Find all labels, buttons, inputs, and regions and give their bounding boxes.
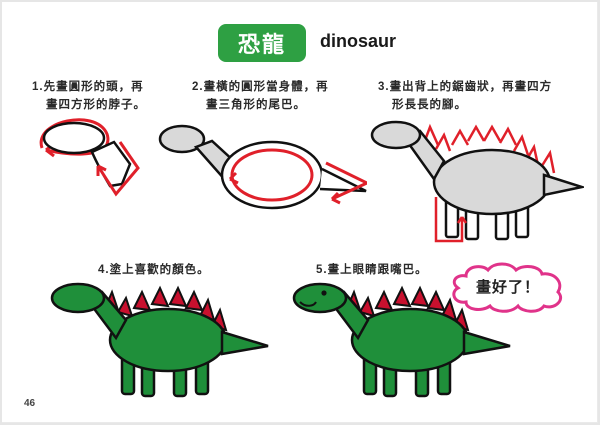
eye-icon xyxy=(321,290,327,296)
bubble-text: 畫好了！ xyxy=(475,277,540,296)
page-number: 46 xyxy=(24,398,36,409)
step-1-instruction: 1.先畫圓形的頭，再 畫四方形的脖子。 xyxy=(32,79,146,111)
step-5-drawing xyxy=(292,282,511,398)
step-2-instruction: 2.畫橫的圓形當身體，再 畫三角形的尾巴。 xyxy=(192,79,329,111)
mouth-icon xyxy=(299,301,317,307)
step-3-drawing xyxy=(370,120,584,243)
speech-bubble: 畫好了！ xyxy=(448,262,568,314)
step-1-drawing xyxy=(39,118,140,197)
step-3-instruction: 3.畫出背上的鋸齒狀，再畫四方 形長長的腳。 xyxy=(378,79,553,111)
step-5-instruction: 5.畫上眼睛跟嘴巴。 xyxy=(316,262,428,276)
step-4-drawing xyxy=(50,282,269,398)
title-badge: 恐龍 xyxy=(218,24,306,62)
cloud-bubble-icon xyxy=(452,262,563,313)
title-english: dinosaur xyxy=(320,31,397,51)
step-4-instruction: 4.塗上喜歡的顏色。 xyxy=(98,262,210,276)
step-2-drawing xyxy=(158,124,367,210)
title-chinese: 恐龍 xyxy=(237,33,286,58)
